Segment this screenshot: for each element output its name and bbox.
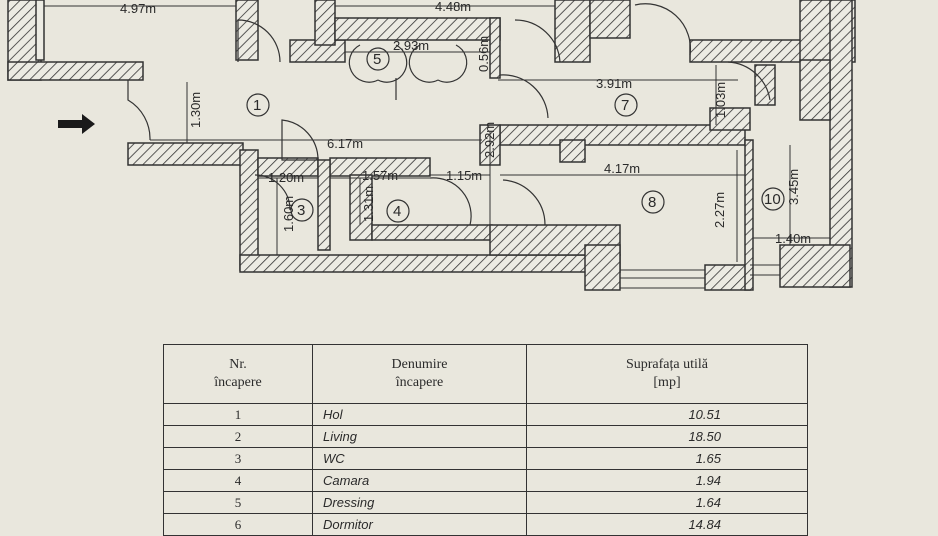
cell-room-number: 5 [163,491,313,514]
room-number-3: 3 [297,202,305,219]
table-row: 5 Dressing 1.64 [163,491,808,514]
dim-label: 1.57m [362,168,398,183]
table-row: 3 WC 1.65 [163,447,808,470]
table-row: 1 Hol 10.51 [163,403,808,426]
cell-room-area: 1.64 [526,491,808,514]
dim-label: 4.17m [604,161,640,176]
room-number-7: 7 [621,97,629,114]
room-marker-10 [761,187,785,211]
header-room-name: Denumire încapere [312,344,527,404]
room-markers [246,47,785,223]
dim-label: 4.97m [120,1,156,16]
cell-room-name: Camara [312,469,527,492]
dim-label: 2.27m [712,192,727,228]
cell-room-number: 1 [163,403,313,426]
table-row: 6 Dormitor 14.84 [163,513,808,536]
room-number-4: 4 [393,203,401,220]
dim-label: 0.56m [476,36,491,72]
room-area-table: Nr. încapere Denumire încapere Suprafața… [163,344,808,536]
table-row: 2 Living 18.50 [163,425,808,448]
dim-label: 1.15m [446,168,482,183]
room-marker-5 [366,47,390,71]
dim-label: 1.60m [281,196,296,232]
window-lines [620,264,780,289]
cell-room-area: 14.84 [526,513,808,536]
dim-label: 1.30m [188,92,203,128]
room-number-1: 1 [253,97,261,114]
table-row: 4 Camara 1.94 [163,469,808,492]
room-number-10: 10 [764,191,781,208]
cell-room-area: 1.65 [526,447,808,470]
cell-room-name: Hol [312,403,527,426]
walls [7,0,856,291]
cell-room-name: Dormitor [312,513,527,536]
cell-room-area: 1.94 [526,469,808,492]
room-marker-1 [246,93,270,117]
dim-label: 1.40m [775,231,811,246]
cell-room-number: 6 [163,513,313,536]
cell-room-name: Dressing [312,491,527,514]
dim-label: 4.48m [435,0,471,14]
header-usable-area: Suprafața utilă [mp] [526,344,808,404]
entrance-arrow-icon [58,114,95,134]
header-room-number: Nr. încapere [163,344,313,404]
dimension-lines [44,5,830,262]
cell-room-name: WC [312,447,527,470]
cell-room-name: Living [312,425,527,448]
cell-room-number: 3 [163,447,313,470]
cell-room-number: 2 [163,425,313,448]
table-header-row: Nr. încapere Denumire încapere Suprafața… [163,344,808,404]
door-swings [127,3,771,226]
room-marker-7 [614,93,638,117]
dim-label: 3.45m [786,169,801,205]
room-marker-3 [290,198,314,222]
dim-label: 3.91m [596,76,632,91]
room-marker-8 [641,190,665,214]
dim-label: 1.20m [268,170,304,185]
room-number-5: 5 [373,51,381,68]
floor-plan: 1 3 4 5 7 8 10 4.97m 4.48m 2.93m 0.56m 3… [7,0,856,291]
dim-label: 2.92m [482,122,497,158]
dim-label: 6.17m [327,136,363,151]
dim-label: 1.03m [713,82,728,118]
cell-room-area: 18.50 [526,425,808,448]
cell-room-area: 10.51 [526,403,808,426]
dim-label: 1.31m [361,186,376,222]
room-marker-4 [386,199,410,223]
cell-room-number: 4 [163,469,313,492]
room-number-8: 8 [648,194,656,211]
dim-label: 2.93m [393,38,429,53]
